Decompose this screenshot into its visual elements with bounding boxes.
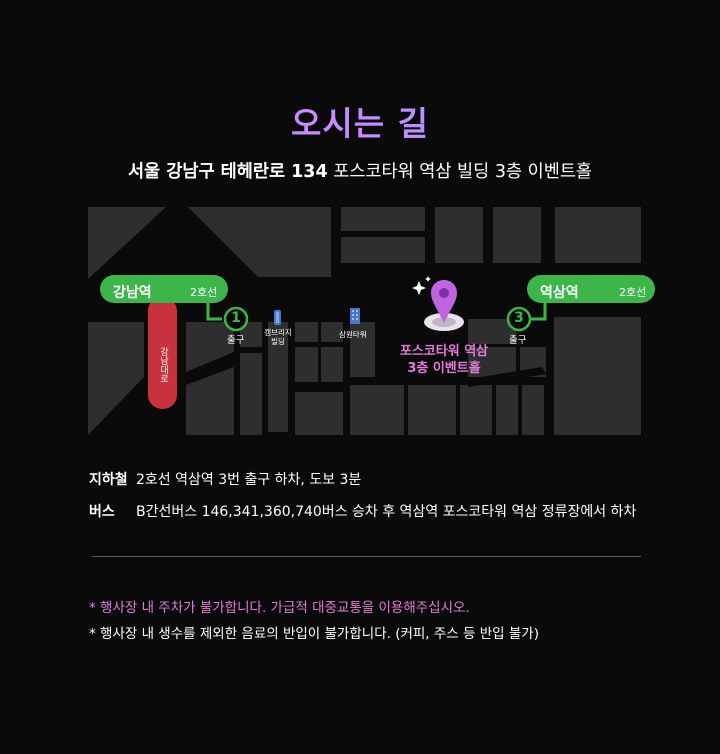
address-building: 포스코타워 역삼 빌딩 3층 이벤트홀 <box>327 162 593 182</box>
yeoksam-station-line: 2호선 <box>619 286 647 299</box>
bus-text: B간선버스 146,341,360,740버스 승차 후 역삼역 포스코타워 역… <box>136 504 637 520</box>
city-block <box>468 347 516 377</box>
city-blocks <box>88 207 641 435</box>
page-title: 오시는 길 <box>0 97 720 145</box>
venue-label-line1: 포스코타워 역삼 <box>399 344 489 359</box>
city-block <box>295 322 318 342</box>
city-block <box>295 347 318 382</box>
exit-1-label: 출구 <box>227 335 245 346</box>
yeoksam-station-name: 역삼역 <box>540 285 579 301</box>
city-block <box>435 207 483 263</box>
cambridge-building-line1: 캠브리지 <box>264 328 292 337</box>
yeoksam-station-bar <box>527 275 655 303</box>
subway-text: 2호선 역삼역 3번 출구 하차, 도보 3분 <box>136 472 362 488</box>
building-icon <box>350 308 360 324</box>
city-block <box>88 207 166 279</box>
venue-label: 포스코타워 역삼 3층 이벤트홀 <box>384 343 504 377</box>
city-block <box>460 385 492 435</box>
exit-1-number: 1 <box>231 310 241 326</box>
city-block <box>350 385 404 435</box>
gangnam-station-bar <box>100 275 228 303</box>
sparkle-icon <box>412 276 431 295</box>
city-block <box>496 385 518 435</box>
city-block <box>295 392 343 435</box>
gangnam-daero-label: 강남대로 <box>158 347 168 383</box>
city-block <box>268 322 288 432</box>
map-background <box>88 207 655 435</box>
city-block <box>240 353 262 435</box>
gangnam-daero-road <box>148 297 177 409</box>
city-block <box>493 207 541 263</box>
city-block <box>186 322 234 372</box>
city-block <box>321 347 343 382</box>
exit-1-connector <box>206 303 222 321</box>
exit-3-number: 3 <box>514 310 524 326</box>
bus-label: 버스 <box>89 504 115 520</box>
city-block <box>522 385 544 435</box>
city-block <box>554 317 641 435</box>
exit-3-circle <box>506 306 532 332</box>
bus-info: 버스 B간선버스 146,341,360,740버스 승차 후 역삼역 포스코타워… <box>89 501 636 521</box>
subway-info: 지하철 2호선 역삼역 3번 출구 하차, 도보 3분 <box>89 469 361 489</box>
city-block <box>240 322 262 347</box>
city-block <box>408 385 456 435</box>
road-diagonal <box>468 367 546 387</box>
city-block <box>321 322 343 342</box>
city-block <box>186 367 234 435</box>
cambridge-building-line2: 빌딩 <box>271 337 285 346</box>
gangnam-station-line: 2호선 <box>190 286 218 299</box>
venue-label-line2: 3층 이벤트홀 <box>407 361 481 376</box>
address-street: 서울 강남구 테헤란로 134 <box>127 162 328 182</box>
parking-notice: * 행사장 내 주차가 불가합니다. 가급적 대중교통을 이용해주십시오. <box>89 600 470 616</box>
gangnam-station-name: 강남역 <box>113 285 152 301</box>
city-block <box>188 207 331 277</box>
exit-1-circle <box>223 306 249 332</box>
subway-label: 지하철 <box>89 472 128 488</box>
city-block <box>350 322 375 377</box>
section-divider <box>92 556 641 557</box>
food-notice: * 행사장 내 생수를 제외한 음료의 반입이 불가합니다. (커피, 주스 등… <box>89 626 539 642</box>
venue-pin-icon <box>424 280 464 331</box>
exit-3-label: 출구 <box>509 335 527 346</box>
city-block <box>341 207 425 231</box>
venue-address: 서울 강남구 테헤란로 134 포스코타워 역삼 빌딩 3층 이벤트홀 <box>0 158 720 183</box>
city-block <box>88 322 144 435</box>
city-block <box>555 207 641 263</box>
samwon-tower-label: 삼원타워 <box>339 330 367 339</box>
exit-3-connector <box>529 303 547 321</box>
building-icon <box>274 310 281 325</box>
city-block <box>341 237 425 263</box>
